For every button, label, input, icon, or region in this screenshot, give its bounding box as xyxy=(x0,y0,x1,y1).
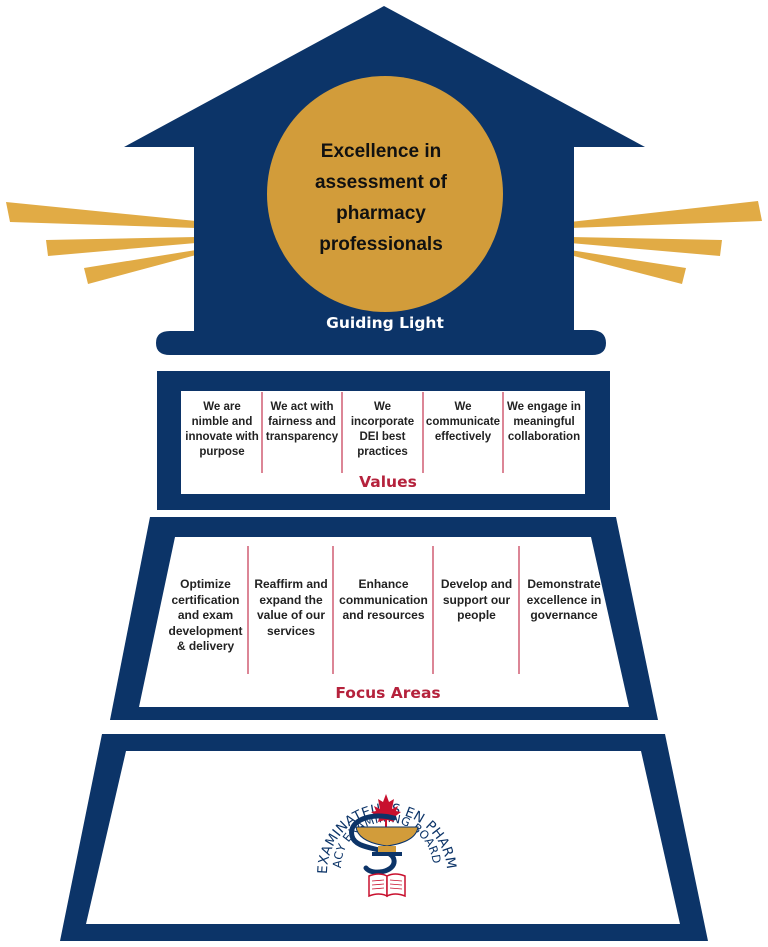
focus-area-5: Demonstrate excellence in governance xyxy=(526,577,602,622)
guiding-light-line-3: pharmacy xyxy=(336,203,426,224)
ray-left-top xyxy=(6,202,196,228)
value-item-1: We are nimble and innovate with purpose xyxy=(185,401,259,458)
values-dividers xyxy=(261,392,504,473)
value-item-4: We communicate effectively xyxy=(425,401,501,443)
values-title: Values xyxy=(359,473,417,491)
value-item-5: We engage in meaningful collaboration xyxy=(507,401,581,443)
bowl-base xyxy=(378,846,396,852)
guiding-light-statement: Excellence in assessment of pharmacy pro… xyxy=(286,136,476,260)
guiding-light-label: Guiding Light xyxy=(326,314,444,332)
value-item-3: We incorporate DEI best practices xyxy=(350,401,415,458)
maple-leaf-icon xyxy=(371,794,401,827)
bowl-foot xyxy=(372,852,402,856)
serpent-icon xyxy=(349,813,397,875)
guiding-light-line-1: Excellence in xyxy=(320,141,442,162)
mortar-bowl-icon xyxy=(355,826,419,847)
values-panel xyxy=(181,391,585,494)
ray-left-middle xyxy=(46,237,196,256)
focus-areas-panel xyxy=(139,537,629,707)
guiding-light-line-2: assessment of xyxy=(314,172,447,193)
value-item-2: We act with fairness and transparency xyxy=(265,401,339,443)
ray-right-top xyxy=(570,201,762,228)
guiding-light-line-4: professionals xyxy=(319,234,443,255)
ray-left-bottom xyxy=(84,250,196,284)
light-rays xyxy=(6,201,762,284)
focus-dividers xyxy=(247,546,520,674)
ray-right-middle xyxy=(570,237,722,256)
focus-areas-title: Focus Areas xyxy=(335,684,441,702)
open-book-icon xyxy=(368,873,406,898)
guiding-light-circle xyxy=(267,76,503,312)
focus-area-4: Develop and support our people xyxy=(440,577,513,622)
focus-area-2: Reaffirm and expand the value of our ser… xyxy=(254,577,328,638)
focus-area-1: Optimize certification and exam developm… xyxy=(168,577,243,653)
ray-right-bottom xyxy=(570,250,686,284)
focus-area-3: Enhance communication and resources xyxy=(339,577,428,622)
